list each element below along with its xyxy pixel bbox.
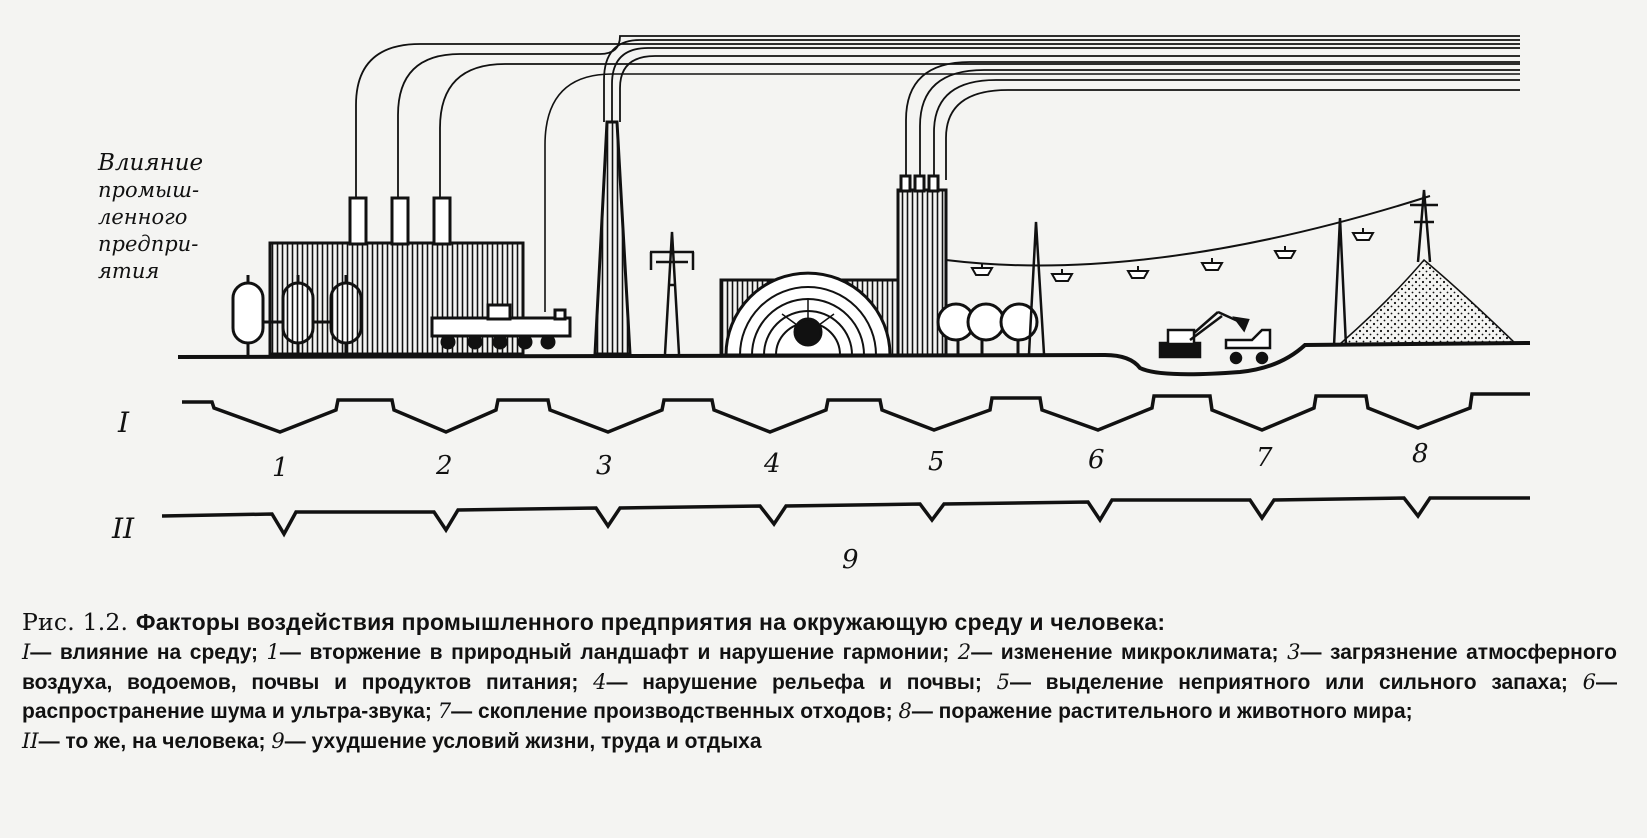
side-label-line: ленного	[98, 205, 188, 229]
legend-last-line: II— то же, на человека; 9— ухудшение усл…	[22, 727, 1617, 757]
legend-text: — скопление производственных отходов;	[451, 700, 893, 723]
row-II-number: 9	[842, 545, 859, 575]
legend-key: 8	[898, 699, 912, 723]
legend-text: — загрязнение атмосферного воздуха, водо…	[22, 641, 1617, 694]
side-label-line: промыш-	[98, 178, 200, 202]
factor-number: 3	[596, 451, 613, 481]
side-label: Влияние промыш- ленного предпри- ятия	[98, 150, 203, 285]
legend-entry: 6— распространение шума и ультра-звука;	[22, 669, 1617, 724]
factor-number: 5	[928, 447, 945, 477]
caption-legend: I— влияние на среду; 1— вторжение в прир…	[22, 638, 1617, 756]
legend-entry: 1— вторжение в природный ландшафт и нару…	[266, 640, 950, 664]
legend-key: I	[22, 640, 31, 664]
legend-entry: 4— нарушение рельефа и почвы;	[593, 669, 982, 694]
legend-key: 1	[266, 640, 280, 664]
caption-title-text: Факторы воздействия промышленного предпр…	[135, 609, 1166, 635]
factor-number: 1	[272, 453, 289, 483]
row-II-label: II	[111, 512, 135, 545]
excavator	[1158, 310, 1250, 359]
legend-text: — поражение растительного и животного ми…	[911, 700, 1413, 723]
legend-entry: I— влияние на среду;	[22, 640, 258, 664]
legend-key: 7	[437, 699, 452, 723]
legend-text: — влияние на среду;	[30, 641, 258, 664]
factor-number: 4	[763, 449, 781, 479]
legend-entry: 9— ухудшение условий жизни, труда и отды…	[271, 728, 762, 753]
caption-prefix: Рис. 1.2.	[22, 608, 129, 636]
figure-caption: Рис. 1.2. Факторы воздействия промышленн…	[22, 606, 1622, 756]
side-label-line: Влияние	[98, 150, 204, 176]
legend-text: — изменение микроклимата;	[971, 641, 1279, 664]
legend-entry: 3— загрязнение атмосферного воздуха, вод…	[22, 640, 1617, 694]
factor-number: 6	[1088, 445, 1105, 475]
spherical-tanks	[936, 302, 1039, 354]
power-pylon	[649, 231, 695, 355]
waste-heap	[1338, 258, 1518, 345]
cable-line	[945, 195, 1431, 267]
dump-truck	[1224, 328, 1272, 365]
legend-key: 6	[1582, 669, 1596, 694]
legend-text: — то же, на человека;	[38, 729, 266, 753]
row-I-label: I	[117, 406, 130, 439]
factor-number: 7	[1256, 443, 1273, 473]
legend-text: — выделение неприятного или сильного зап…	[1009, 670, 1568, 694]
factor-numbers: 1 2 3 4 5 6 7 8	[272, 439, 1429, 483]
turbine-hall	[719, 271, 900, 357]
legend-key: 9	[271, 728, 285, 753]
side-label-line: предпри-	[98, 232, 199, 256]
factor-number: 8	[1412, 439, 1429, 469]
side-label-line: ятия	[98, 259, 160, 283]
legend-key: 3	[1287, 640, 1301, 664]
truck	[430, 303, 572, 350]
masts	[1027, 189, 1438, 355]
legend-entry: 8— поражение растительного и животного м…	[898, 699, 1413, 723]
legend-text: — нарушение рельефа и почвы;	[606, 670, 982, 694]
row-II-profile	[161, 496, 1530, 538]
legend-entry: II— то же, на человека;	[22, 728, 266, 753]
ground-line	[177, 341, 1531, 377]
emission-streams	[355, 35, 1520, 312]
legend-text: — вторжение в природный ландшафт и наруш…	[279, 641, 950, 664]
factor-number: 2	[435, 451, 453, 481]
legend-text: — ухудшение условий жизни, труда и отдых…	[284, 729, 762, 753]
legend-key: 2	[957, 640, 972, 664]
legend-key: II	[22, 728, 39, 753]
industrial-enterprise-illustration: I II 1 2 3 4 5 6 7 8 9	[111, 35, 1531, 575]
caption-title: Рис. 1.2. Факторы воздействия промышленн…	[22, 606, 1622, 638]
legend-key: 4	[593, 669, 607, 694]
tall-chimney	[593, 120, 632, 356]
legend-entry: 5— выделение неприятного или сильного за…	[996, 669, 1568, 694]
legend-entry: 7— скопление производственных отходов;	[437, 699, 893, 723]
legend-entry: 2— изменение микроклимата;	[957, 640, 1279, 664]
legend-text: — распространение шума и ультра-звука;	[22, 670, 1617, 724]
row-I-profile	[182, 392, 1530, 434]
cable-lamps	[970, 228, 1375, 282]
legend-key: 5	[996, 669, 1010, 694]
